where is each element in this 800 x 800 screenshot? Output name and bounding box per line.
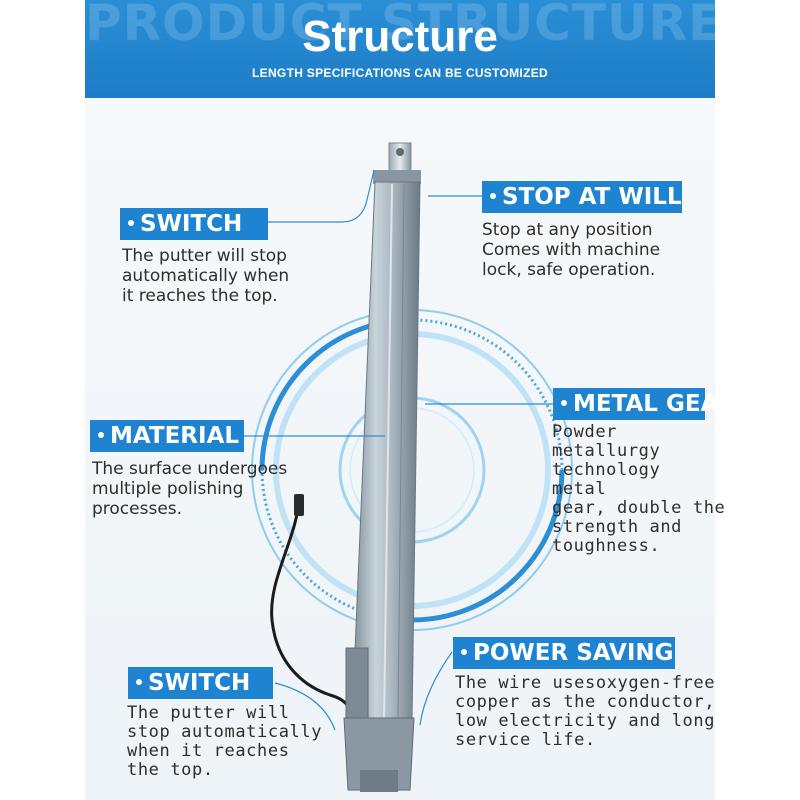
bullet-dot-icon [490,192,496,199]
desc-line: metal [552,479,607,499]
linear-actuator [343,142,421,792]
desc-line: lock, safe operation. [482,260,656,280]
power-cable [270,499,352,721]
desc-line: toughness. [552,536,661,556]
desc-line: The wire usesoxygen-free [455,673,716,693]
feature-desc-material: The surface undergoes multiple polishing… [92,459,287,519]
bullet-dot-icon [136,678,142,685]
desc-line: metallurgy [552,441,661,461]
desc-line: The putter will stop [122,246,287,266]
desc-line: The surface undergoes [92,459,288,479]
feature-label-text: METAL GEAR [573,391,737,417]
feature-desc-power-saving: The wire usesoxygen-free copper as the c… [455,674,715,750]
desc-line: automatically when [122,266,290,286]
leader-lines [244,169,553,731]
feature-label-text: SWITCH [148,670,251,696]
feature-label-text: MATERIAL [110,423,240,449]
feature-label-material: MATERIAL [90,420,244,452]
desc-line: stop automatically [127,722,323,742]
feature-label-metal-gear: METAL GEAR [553,388,736,420]
bullet-dot-icon [128,219,134,226]
feature-label-stop-at-will: STOP AT WILL [482,181,682,213]
feature-label-text: POWER SAVING [473,640,674,666]
feature-label-text: STOP AT WILL [502,184,682,210]
desc-line: the top. [127,760,214,780]
feature-desc-stop-at-will: Stop at any position Comes with machine … [482,220,660,280]
desc-line: multiple polishing [92,479,244,499]
desc-line: copper as the conductor, [455,692,716,712]
page-title: Structure [302,12,498,61]
desc-line: Stop at any position [482,220,653,240]
feature-label-text: SWITCH [140,211,243,237]
bullet-dot-icon [461,648,467,655]
desc-line: The putter will [127,703,290,723]
desc-line: it reaches the top. [122,286,278,306]
feature-desc-switch-top: The putter will stop automatically when … [122,246,289,306]
desc-line: Powder [552,422,618,442]
desc-line: Comes with machine [482,240,661,260]
page-subtitle: LENGTH SPECIFICATIONS CAN BE CUSTOMIZED [252,66,548,80]
desc-line: gear, double the [552,498,726,518]
feature-label-power-saving: POWER SAVING [453,637,675,669]
banner-watermark: PRODUCT STRUCTURE [85,0,715,52]
desc-line: when it reaches [127,741,290,761]
desc-line: service life. [455,730,596,750]
feature-label-switch-top: SWITCH [120,208,268,240]
desc-line: low electricity and long [455,711,716,731]
bullet-dot-icon [98,431,104,438]
feature-desc-switch-bottom: The putter will stop automatically when … [127,704,322,780]
desc-line: technology [552,460,661,480]
bullet-dot-icon [561,399,567,406]
desc-line: strength and [552,517,683,537]
feature-label-switch-bottom: SWITCH [128,667,273,699]
header-banner: PRODUCT STRUCTURE Structure LENGTH SPECI… [85,0,715,98]
feature-desc-metal-gear: Powder metallurgy technology metal gear,… [552,423,725,556]
desc-line: processes. [92,499,183,519]
